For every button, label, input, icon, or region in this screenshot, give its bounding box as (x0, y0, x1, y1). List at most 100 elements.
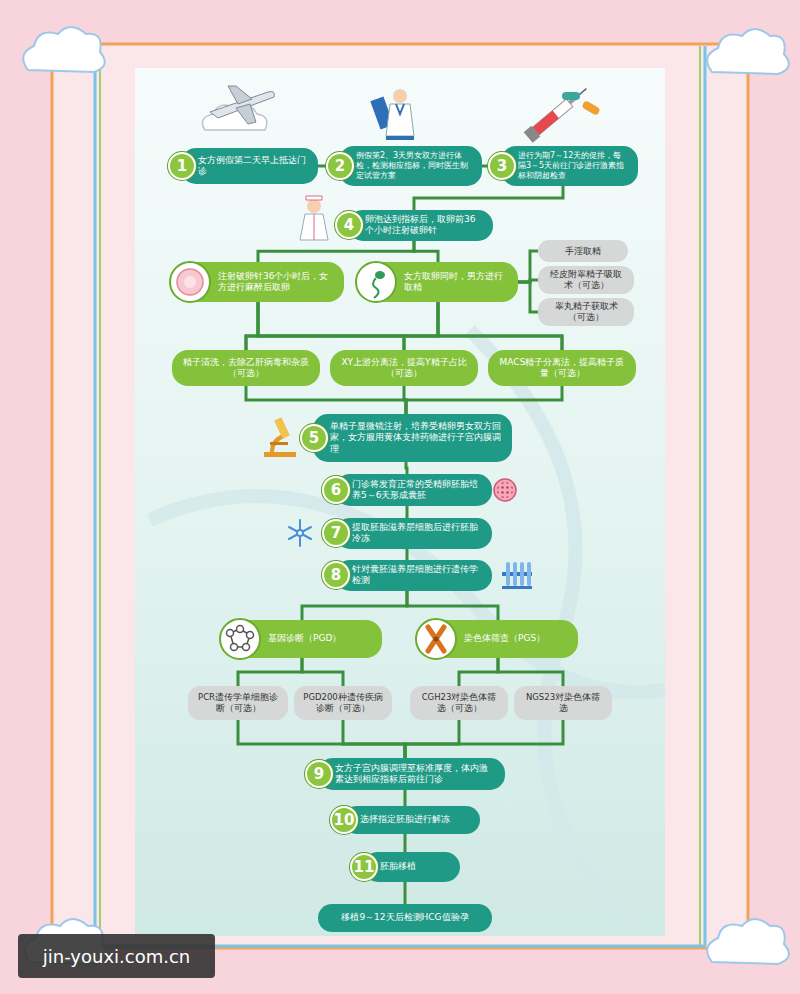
final-box: 移植9～12天后检测HCG值验孕 (318, 904, 492, 932)
step-pill: 女方例假第二天早上抵达门诊 (181, 148, 318, 184)
snowflake-icon (289, 520, 311, 546)
step-pill: 门诊将发育正常的受精卵胚胎培养5～6天形成囊胚 (335, 474, 492, 506)
egg-icon (168, 260, 212, 304)
process-box: 染色体筛查（PGS） (418, 620, 578, 658)
step-pill: 针对囊胚滋养层细胞进行遗传学检测 (335, 560, 492, 591)
connector (407, 591, 498, 621)
watermark-box: jin-youxi.com.cn (18, 934, 215, 978)
microscope-icon (264, 417, 296, 457)
step-box: 9女方子宫内膜调理至标准厚度，体内激素达到相应指标后前往门诊 (305, 758, 505, 790)
step-pill: 女方子宫内膜调理至标准厚度，体内激素达到相应指标后前往门诊 (318, 758, 505, 790)
node-text: 经皮附睾精子吸取术（可选） (546, 269, 626, 290)
node-text: 移植9～12天后检测HCG值验孕 (341, 912, 468, 923)
node-text: 卵泡达到指标后，取卵前36个小时注射破卵针 (365, 214, 484, 237)
step-box: 8针对囊胚滋养层细胞进行遗传学检测 (322, 560, 492, 591)
cell-icon (494, 479, 516, 501)
connector (518, 251, 538, 282)
node-text: 例假第2、3天男女双方进行体检，检测相应指标，同时医生制定试管方案 (356, 151, 473, 181)
process-box: 女方取卵同时，男方进行取精 (358, 262, 518, 302)
connector (343, 720, 405, 758)
option-box: PGD200种遗传疾病诊断（可选） (294, 686, 392, 720)
node-text: 精子清洗，去除乙肝病毒和杂质（可选） (182, 357, 310, 380)
connector (246, 302, 258, 350)
option-box: 睾丸精子获取术（可选） (538, 298, 634, 326)
nurse-icon (300, 196, 328, 240)
step-box: 10选择指定胚胎进行解冻 (330, 806, 480, 834)
node-text: CGH23对染色体筛选（可选） (418, 692, 500, 713)
connector (498, 658, 563, 686)
connector (518, 282, 538, 312)
node-text: XY上游分离法，提高Y精子占比（可选） (340, 357, 468, 380)
step-box: 6门诊将发育正常的受精卵胚胎培养5～6天形成囊胚 (322, 474, 492, 506)
connector (404, 882, 407, 904)
node-text: 睾丸精子获取术（可选） (546, 301, 626, 322)
process-box: 注射破卵针36个小时后，女方进行麻醉后取卵 (172, 262, 344, 302)
connector (246, 386, 406, 414)
option-box: PCR遗传学单细胞诊断（可选） (188, 686, 288, 720)
connector (238, 658, 302, 686)
callout-number: 7 (322, 519, 350, 547)
process-box: MACS精子分离法，提高精子质量（可选） (488, 350, 636, 386)
node-text: 选择指定胚胎进行解冻 (360, 814, 450, 825)
step-pill: 卵泡达到指标后，取卵前36个小时注射破卵针 (348, 210, 493, 241)
callout-number: 2 (326, 152, 354, 180)
node-text: MACS精子分离法，提高精子质量（可选） (498, 357, 626, 380)
node-text: 基因诊断（PGD） (268, 633, 341, 644)
connector (406, 386, 562, 414)
connector (406, 462, 407, 474)
connector (459, 658, 498, 686)
connector (404, 790, 407, 806)
node-text: PGD200种遗传疾病诊断（可选） (302, 692, 384, 713)
step-box: 3进行为期7～12天的促排，每隔3～5天前往门诊进行激素指标和阴超检查 (488, 146, 638, 186)
connector (404, 834, 407, 852)
connector (405, 720, 459, 758)
node-text: 染色体筛查（PGS） (464, 633, 545, 644)
step-box: 5单精子显微镜注射，培养受精卵男女双方回家，女方服用黄体支持药物进行子宫内膜调理 (300, 414, 512, 462)
callout-number: 10 (330, 806, 358, 834)
connector (414, 241, 438, 263)
node-text: PCR遗传学单细胞诊断（可选） (196, 692, 280, 713)
callout-number: 1 (168, 152, 196, 180)
connector (302, 658, 343, 686)
step-box: 2例假第2、3天男女双方进行体检，检测相应指标，同时医生制定试管方案 (326, 146, 482, 186)
node-text: 门诊将发育正常的受精卵胚胎培养5～6天形成囊胚 (352, 479, 483, 502)
plane-icon (202, 86, 274, 130)
connector (406, 506, 409, 518)
connector (406, 549, 409, 561)
callout-number: 3 (488, 152, 516, 180)
connector (258, 302, 562, 350)
watermark: jin-youxi.com.cn (43, 946, 191, 967)
option-box: CGH23对染色体筛选（可选） (410, 686, 508, 720)
callout-number: 4 (335, 211, 363, 239)
step-pill: 选择指定胚胎进行解冻 (343, 806, 480, 834)
step-pill: 单精子显微镜注射，培养受精卵男女双方回家，女方服用黄体支持药物进行子宫内膜调理 (313, 414, 512, 462)
process-box: 精子清洗，去除乙肝病毒和杂质（可选） (172, 350, 320, 386)
syringe-icon (524, 83, 601, 143)
connector (238, 720, 405, 758)
callout-number: 5 (300, 424, 328, 452)
node-text: 胚胎移植 (380, 861, 416, 872)
option-box: 经皮附睾精子吸取术（可选） (538, 266, 634, 294)
connector (404, 302, 438, 350)
node-text: 单精子显微镜注射，培养受精卵男女双方回家，女方服用黄体支持药物进行子宫内膜调理 (330, 421, 503, 455)
chrom-icon (414, 617, 458, 661)
process-box: XY上游分离法，提高Y精子占比（可选） (330, 350, 478, 386)
node-text: 女方子宫内膜调理至标准厚度，体内激素达到相应指标后前往门诊 (335, 763, 496, 786)
option-box: NGS23对染色体筛选 (514, 686, 612, 720)
option-box: 手淫取精 (538, 240, 628, 262)
step-box: 1女方例假第二天早上抵达门诊 (168, 148, 318, 184)
connector (258, 302, 404, 350)
callout-number: 9 (305, 760, 333, 788)
connector (302, 591, 407, 621)
connector (405, 720, 563, 758)
connector (318, 165, 326, 168)
step-box: 11胚胎移植 (350, 852, 460, 882)
connector (246, 302, 438, 350)
connector (258, 241, 414, 263)
callout-number: 11 (350, 853, 378, 881)
node-text: 手淫取精 (565, 246, 601, 257)
test-tube-icon (502, 562, 532, 589)
connector (414, 186, 563, 210)
node-text: 注射破卵针36个小时后，女方进行麻醉后取卵 (218, 271, 334, 294)
